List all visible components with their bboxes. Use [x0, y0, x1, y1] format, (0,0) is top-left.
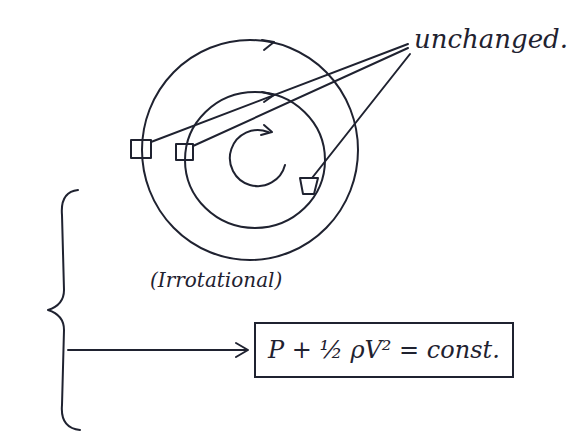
outer-streamline	[142, 40, 358, 260]
curly-bracket	[48, 190, 80, 430]
inner-streamline	[230, 130, 285, 186]
note-label: unchanged.	[414, 24, 568, 54]
leader-line	[151, 44, 408, 142]
pointer-arrow-head	[236, 343, 248, 357]
flow-arrow	[262, 40, 274, 50]
fluid-element	[300, 178, 318, 194]
equation-box: P + ½ ρV² = const.	[254, 322, 514, 378]
fluid-element	[176, 144, 193, 160]
middle-streamline	[185, 92, 325, 228]
flow-arrow	[261, 125, 272, 135]
fluid-element	[131, 140, 151, 158]
flow-type-label: (Irrotational)	[150, 268, 282, 292]
leader-line	[312, 54, 410, 178]
pointer-arrow	[68, 349, 246, 351]
equation-text: P + ½ ρV² = const.	[268, 336, 500, 364]
